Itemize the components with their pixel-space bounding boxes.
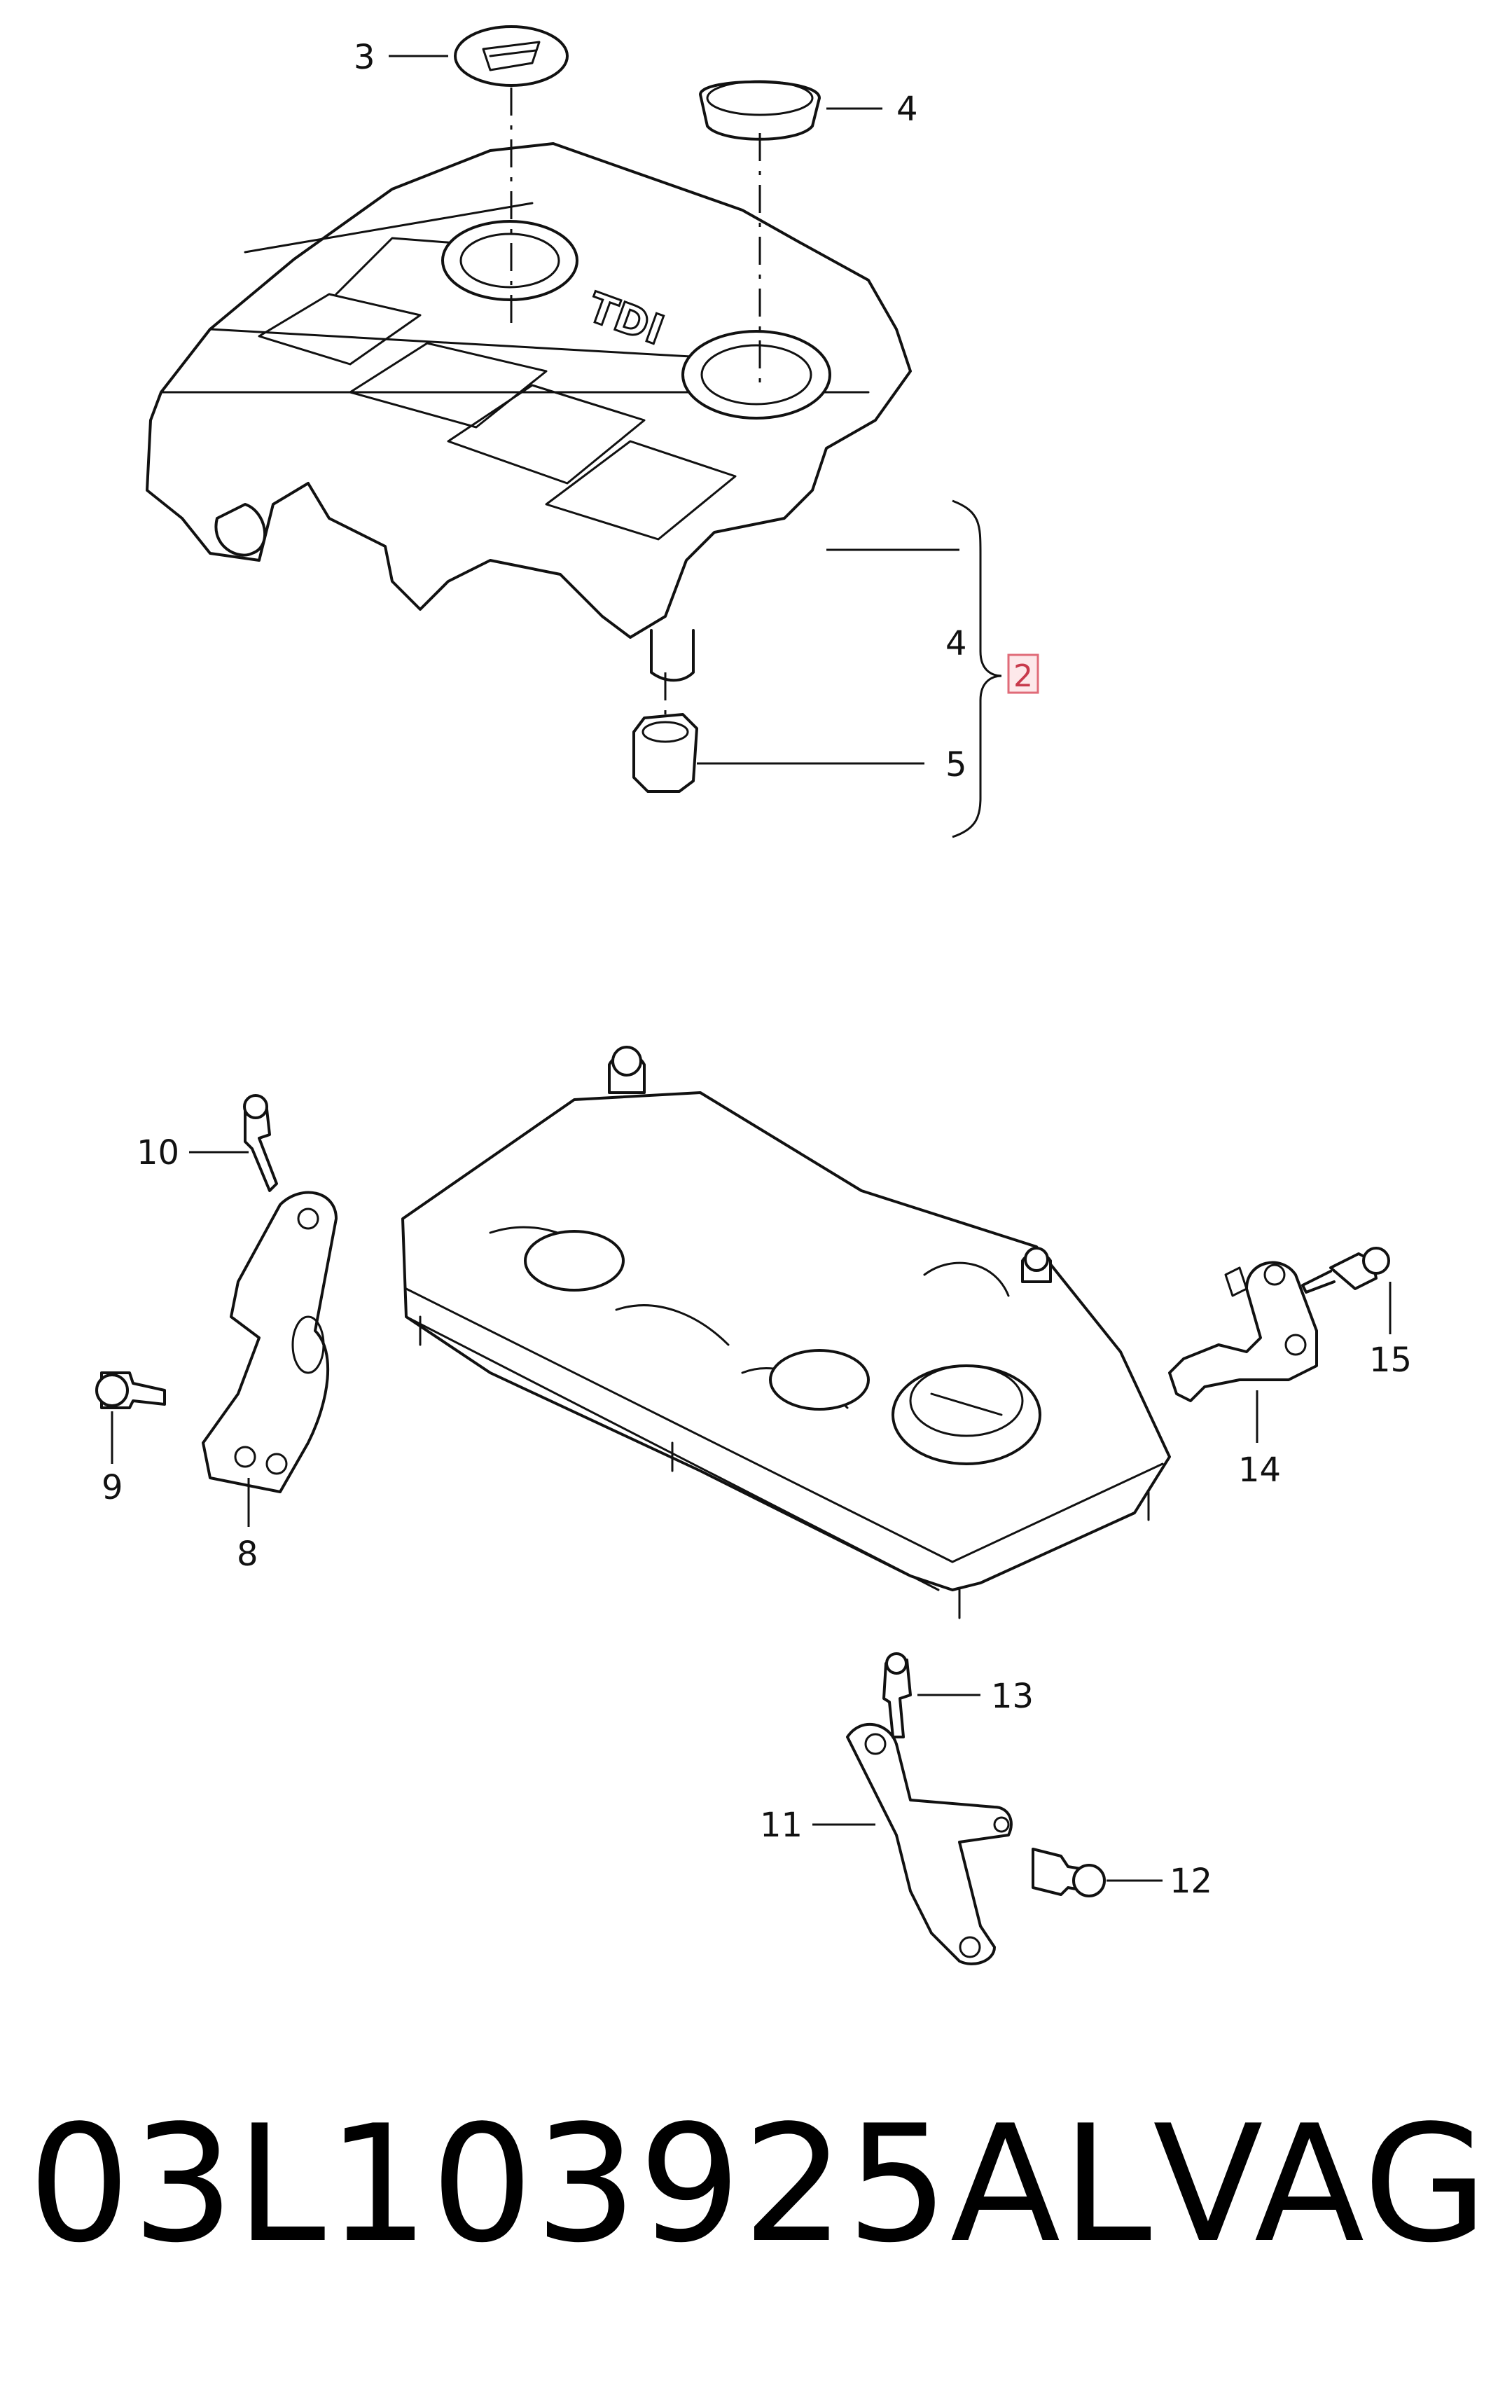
bracket-8: [202, 1191, 338, 1493]
callout-10: 10: [137, 1133, 179, 1172]
bolt-10: [243, 1094, 278, 1192]
brand-name: VAG: [1153, 2091, 1490, 2278]
part-number: 03L103925AL: [28, 2091, 1153, 2278]
bracket-11: [846, 1723, 1013, 1965]
callout-4-group: 4: [945, 624, 967, 663]
callout-14: 14: [1238, 1451, 1281, 1490]
part-number-footer: 03L103925AL VAG: [28, 2084, 1487, 2287]
callout-2: 2: [1013, 658, 1033, 694]
engine-cover: TDI: [146, 142, 912, 682]
callout-2-box: [1007, 653, 1039, 694]
bolt-15: [1301, 1247, 1390, 1294]
emblem-cap: [454, 25, 569, 87]
callout-15: 15: [1369, 1341, 1412, 1380]
callout-12: 12: [1170, 1862, 1212, 1901]
callout-3: 3: [354, 38, 375, 77]
callout-11: 11: [760, 1806, 803, 1845]
rubber-grommet: [699, 80, 821, 141]
bolt-13: [882, 1652, 912, 1738]
bracket-14: [1168, 1261, 1318, 1402]
bolt-9: [95, 1371, 166, 1409]
parts-diagram: TDI: [95, 25, 1412, 1965]
callout-9: 9: [102, 1468, 123, 1507]
callout-5: 5: [945, 745, 967, 784]
mounting-nut: [632, 713, 698, 793]
callout-13: 13: [991, 1677, 1034, 1716]
callout-4-cap: 4: [896, 90, 918, 129]
cylinder-head-cover: [401, 1046, 1171, 1619]
bolt-12: [1032, 1848, 1106, 1897]
callout-8: 8: [237, 1535, 258, 1574]
